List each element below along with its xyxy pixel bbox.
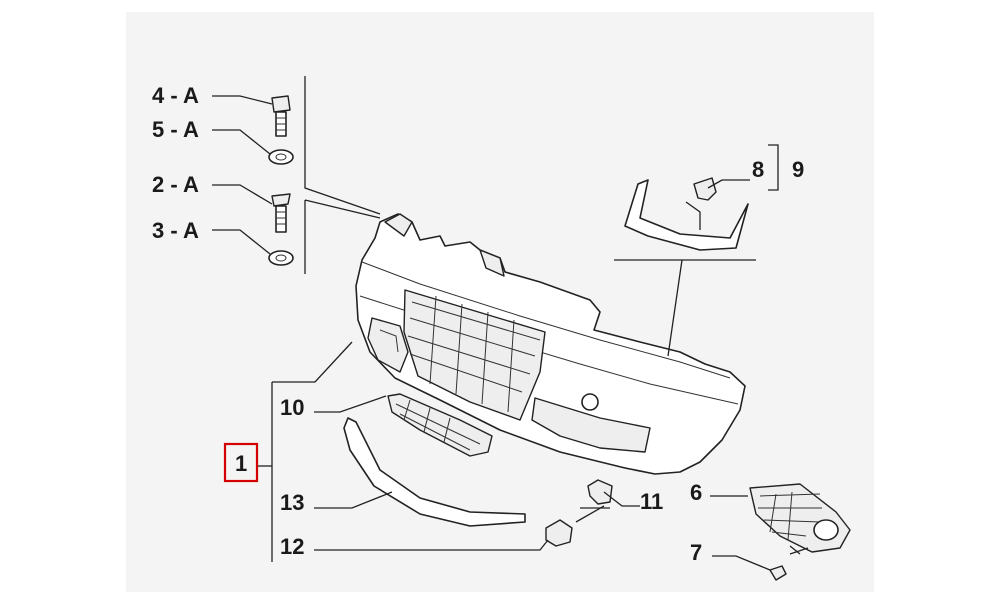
callout-13: 13 <box>280 490 304 515</box>
callout-4-a: 4 - A <box>152 83 199 108</box>
callout-10: 10 <box>280 395 304 420</box>
callout-2-a: 2 - A <box>152 172 199 197</box>
bolt-part-2 <box>271 193 291 233</box>
callout-3-a: 3 - A <box>152 218 199 243</box>
front-bumper <box>355 213 746 475</box>
callout-9: 9 <box>792 157 804 182</box>
callout-5-a: 5 - A <box>152 117 199 142</box>
screw-part-7 <box>769 565 787 581</box>
callout-highlight-box <box>223 442 259 483</box>
clip-part-8 <box>693 177 717 201</box>
bracket-part-11 <box>587 479 613 505</box>
callout-6: 6 <box>690 480 702 505</box>
lower-mesh-grille <box>387 393 493 457</box>
washer-part-3 <box>268 250 294 266</box>
upper-trim-strip <box>624 179 749 251</box>
lower-spoiler-lip <box>343 417 526 527</box>
callout-11: 11 <box>640 489 663 514</box>
fog-lamp-grille <box>749 483 851 553</box>
leader-lines <box>212 76 809 571</box>
callout-1: 1 <box>235 451 247 476</box>
bolt-part-4 <box>271 95 291 137</box>
callout-7: 7 <box>690 540 702 565</box>
callout-12: 12 <box>280 534 304 559</box>
cap-part-12 <box>545 519 573 547</box>
washer-part-5 <box>268 149 294 165</box>
callout-8: 8 <box>752 157 764 182</box>
